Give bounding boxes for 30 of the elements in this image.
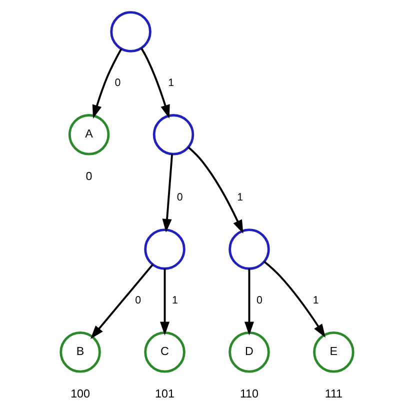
arrow [263, 261, 325, 338]
arrow [92, 48, 122, 119]
arrow [187, 146, 243, 234]
node-label: 100 [70, 387, 90, 400]
node-label: 110 [239, 387, 258, 400]
node-label: 0 [85, 170, 92, 183]
node-circle [152, 114, 194, 156]
node-circle: D [228, 332, 270, 373]
edge-label: 0 [176, 191, 182, 204]
node-circle [144, 228, 185, 270]
edge-label: 0 [114, 76, 120, 89]
arrow [244, 268, 254, 336]
node-label: 111 [324, 387, 342, 400]
edge-label: 0 [134, 294, 141, 306]
edge-label: 1 [236, 191, 243, 204]
arrow [90, 264, 153, 339]
node-circle: A [68, 114, 110, 156]
node-circle: C [144, 332, 185, 373]
node-label: 101 [154, 387, 174, 400]
edge-label: 1 [172, 294, 178, 306]
node-circle [228, 228, 270, 270]
node-circle: B [59, 332, 100, 373]
edge-label: 0 [256, 294, 262, 306]
arrow [140, 48, 170, 119]
node-circle [110, 11, 151, 52]
edge-label: 1 [312, 294, 318, 306]
arrow [160, 268, 170, 336]
node-circle: E [312, 332, 354, 373]
arrow [162, 154, 173, 233]
edge-label: 1 [168, 76, 174, 89]
